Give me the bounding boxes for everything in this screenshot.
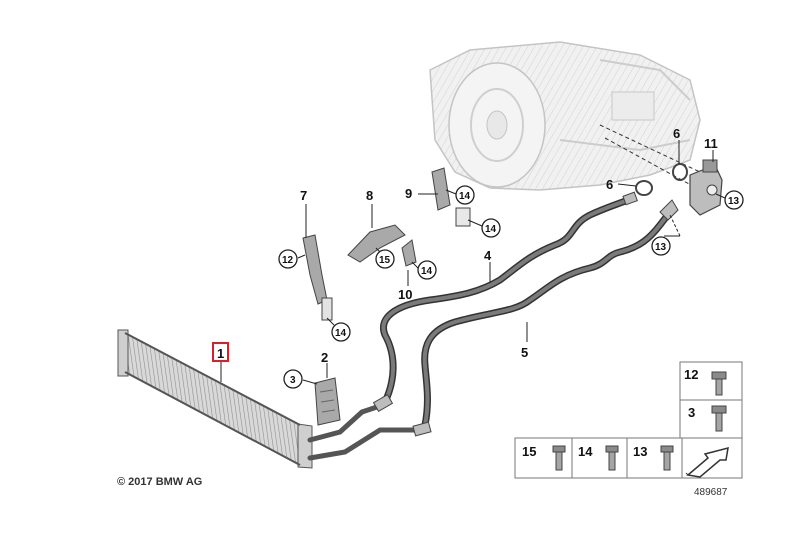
transmission-ghost (429, 41, 701, 191)
callout-2: 2 (321, 350, 328, 365)
svg-text:8: 8 (366, 188, 373, 203)
oil-line-4 (380, 196, 632, 408)
bracket-10 (401, 239, 417, 267)
callout-10: 10 (398, 287, 412, 302)
svg-text:12: 12 (684, 367, 698, 382)
legend-item-12: 12 (684, 367, 727, 396)
bolt-icon (605, 445, 619, 471)
bolt-icon (711, 405, 727, 432)
thermostat-valve (689, 159, 723, 216)
legend-item-13: 13 (633, 444, 674, 471)
callout-9: 9 (405, 186, 412, 201)
callout-3-circle: 3 (283, 369, 303, 389)
callout-4: 4 (484, 248, 492, 263)
legend-item-3: 3 (688, 405, 727, 432)
svg-text:7: 7 (300, 188, 307, 203)
svg-text:14: 14 (578, 444, 593, 459)
legend-item-15: 15 (522, 444, 566, 471)
callout-1-highlighted[interactable]: 1 (212, 342, 229, 362)
svg-text:11: 11 (704, 136, 718, 151)
callout-14-bracket7: 14 (331, 322, 351, 342)
callout-7: 7 (300, 188, 307, 203)
oil-line-5 (421, 208, 674, 429)
svg-text:2: 2 (321, 350, 328, 365)
callout-14-bracket10: 14 (417, 260, 437, 280)
arrow-indicator-icon (685, 446, 729, 478)
svg-text:6: 6 (673, 126, 680, 141)
callout-15-circle: 15 (375, 249, 395, 269)
svg-text:1: 1 (217, 346, 224, 361)
callout-14-bracket9-top: 14 (455, 185, 475, 205)
bolt-icon (711, 371, 727, 396)
callout-6-mid: 6 (606, 177, 613, 192)
fastener-legend (514, 361, 743, 479)
svg-text:13: 13 (728, 196, 740, 207)
callout-8: 8 (366, 188, 373, 203)
cooler-pipes (307, 403, 418, 461)
callout-13-hose: 13 (651, 236, 671, 256)
svg-text:12: 12 (282, 255, 294, 266)
bolt-icon (552, 445, 566, 471)
bracket-2 (314, 377, 341, 426)
bracket-8 (347, 224, 406, 263)
callout-11: 11 (704, 136, 718, 151)
svg-text:3: 3 (290, 375, 296, 386)
o-rings (635, 163, 688, 196)
svg-text:4: 4 (484, 248, 492, 263)
bolt-icon (660, 445, 674, 471)
svg-text:9: 9 (405, 186, 412, 201)
callout-6-top: 6 (673, 126, 680, 141)
svg-text:15: 15 (522, 444, 536, 459)
svg-text:10: 10 (398, 287, 412, 302)
callout-13-valve: 13 (724, 190, 744, 210)
svg-text:14: 14 (459, 191, 471, 202)
svg-text:14: 14 (485, 224, 497, 235)
diagram-id: 489687 (694, 487, 728, 498)
bracket-9 (431, 167, 471, 227)
callout-5: 5 (521, 345, 528, 360)
copyright: © 2017 BMW AG (117, 476, 203, 488)
svg-text:13: 13 (655, 242, 667, 253)
svg-text:15: 15 (379, 255, 391, 266)
svg-text:5: 5 (521, 345, 528, 360)
svg-text:14: 14 (421, 266, 433, 277)
svg-text:13: 13 (633, 444, 647, 459)
svg-text:3: 3 (688, 405, 695, 420)
callout-12-circle: 12 (278, 249, 298, 269)
legend-item-14: 14 (578, 444, 619, 471)
bracket-7 (302, 234, 333, 321)
callout-14-bracket9-bottom: 14 (481, 218, 501, 238)
hose-fittings (372, 191, 679, 437)
svg-text:14: 14 (335, 328, 347, 339)
svg-text:6: 6 (606, 177, 613, 192)
oil-cooler (117, 329, 313, 469)
